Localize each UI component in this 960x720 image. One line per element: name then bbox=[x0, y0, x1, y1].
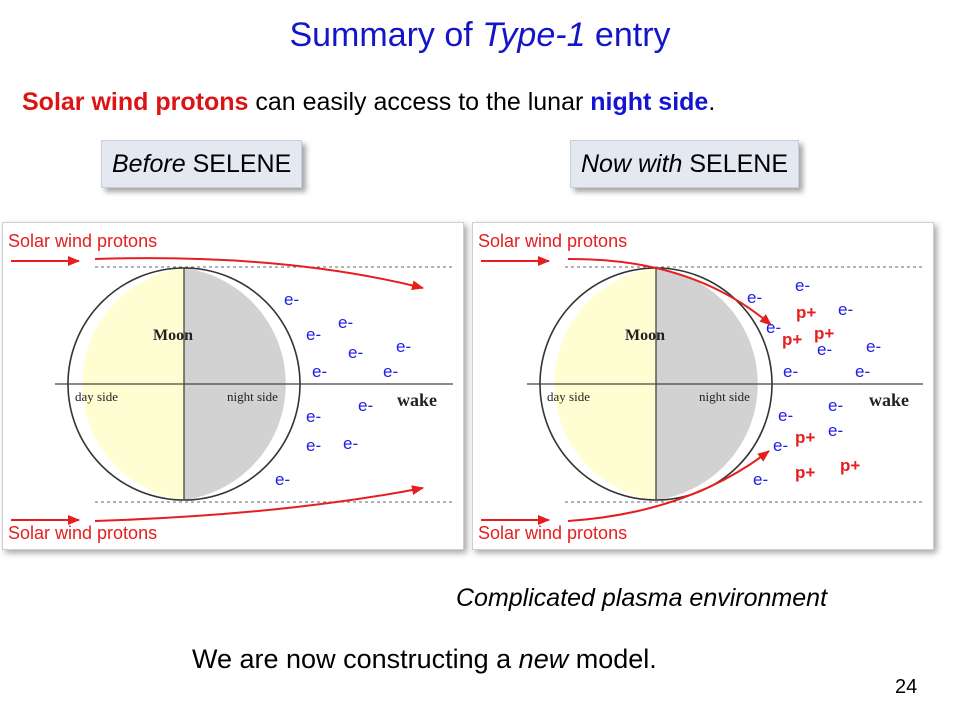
wake-label: wake bbox=[869, 390, 909, 410]
day-side-label: day side bbox=[547, 389, 590, 404]
electron: e- bbox=[358, 396, 373, 415]
electron: e- bbox=[773, 436, 788, 455]
electron: e- bbox=[753, 470, 768, 489]
electron: e- bbox=[866, 337, 881, 356]
subtitle-middle: can easily access to the lunar bbox=[248, 88, 591, 116]
title-emphasis: Type-1 bbox=[482, 16, 586, 54]
title-suffix: entry bbox=[585, 16, 671, 54]
electron: e- bbox=[838, 300, 853, 319]
electron: e- bbox=[348, 343, 363, 362]
electron: e- bbox=[855, 362, 870, 381]
solar-wind-arrow-top-deflected bbox=[567, 257, 772, 326]
moon-label: Moon bbox=[625, 327, 665, 344]
footer-suffix: model. bbox=[568, 644, 657, 674]
label-now-with-selene: Now with SELENE bbox=[570, 140, 800, 188]
electron: e- bbox=[306, 325, 321, 344]
proton: p+ bbox=[795, 428, 815, 447]
electron: e- bbox=[338, 313, 353, 332]
slide-subtitle: Solar wind protons can easily access to … bbox=[22, 88, 715, 117]
proton: p+ bbox=[814, 324, 834, 343]
electron: e- bbox=[828, 421, 843, 440]
proton: p+ bbox=[795, 463, 815, 482]
electron-cloud: e- e- e- e- e- e- e- e- e- e- e- e- e- bbox=[747, 276, 881, 489]
label-before-selene: Before SELENE bbox=[101, 140, 303, 188]
electron: e- bbox=[275, 470, 290, 489]
electron: e- bbox=[778, 406, 793, 425]
electron: e- bbox=[795, 276, 810, 295]
wake-label: wake bbox=[397, 390, 437, 410]
diagram-now-with-selene: Solar wind protons Solar wind protons Mo… bbox=[472, 222, 934, 550]
caption-plasma-environment: Complicated plasma environment bbox=[456, 584, 828, 612]
subtitle-night-side: night side bbox=[590, 88, 709, 116]
electron: e- bbox=[747, 288, 762, 307]
solar-wind-label-top: Solar wind protons bbox=[8, 231, 157, 251]
solar-wind-arrow-bottom-flow bbox=[94, 485, 424, 522]
electron: e- bbox=[306, 407, 321, 426]
night-side-label: night side bbox=[227, 389, 278, 404]
electron: e- bbox=[828, 396, 843, 415]
diagram-before-svg: Solar wind protons Solar wind protons Mo… bbox=[8, 231, 453, 543]
moon-label: Moon bbox=[153, 327, 193, 344]
solar-wind-label-bottom: Solar wind protons bbox=[478, 523, 627, 543]
label-before-italic: Before bbox=[112, 150, 186, 178]
proton-cloud: p+ p+ p+ p+ p+ p+ bbox=[782, 303, 860, 482]
electron: e- bbox=[306, 436, 321, 455]
electron: e- bbox=[343, 434, 358, 453]
electron: e- bbox=[396, 337, 411, 356]
diagram-now-svg: Solar wind protons Solar wind protons Mo… bbox=[478, 231, 923, 543]
page-number: 24 bbox=[895, 676, 918, 698]
day-side-label: day side bbox=[75, 389, 118, 404]
solar-wind-label-top: Solar wind protons bbox=[478, 231, 627, 251]
electron: e- bbox=[817, 340, 832, 359]
electron: e- bbox=[766, 318, 781, 337]
night-side-label: night side bbox=[699, 389, 750, 404]
solar-wind-arrow-bottom-deflected bbox=[567, 450, 770, 522]
label-now-italic: Now with bbox=[581, 150, 683, 178]
slide-title: Summary of Type-1 entry bbox=[0, 16, 960, 55]
solar-wind-label-bottom: Solar wind protons bbox=[8, 523, 157, 543]
label-before-rest: SELENE bbox=[185, 150, 292, 178]
electron: e- bbox=[383, 362, 398, 381]
electron: e- bbox=[312, 362, 327, 381]
title-prefix: Summary of bbox=[289, 16, 483, 54]
proton: p+ bbox=[782, 330, 802, 349]
footer-emphasis: new bbox=[518, 644, 569, 674]
footer-prefix: We are now constructing a bbox=[192, 644, 519, 674]
label-now-rest: SELENE bbox=[682, 150, 789, 178]
subtitle-solar-wind-protons: Solar wind protons bbox=[22, 88, 249, 116]
proton: p+ bbox=[796, 303, 816, 322]
electron-cloud: e- e- e- e- e- e- e- e- e- e- e- e- bbox=[275, 290, 411, 489]
electron: e- bbox=[783, 362, 798, 381]
subtitle-end: . bbox=[708, 88, 716, 116]
proton: p+ bbox=[840, 456, 860, 475]
footer-text: We are now constructing a new model. bbox=[192, 644, 657, 675]
electron: e- bbox=[284, 290, 299, 309]
solar-wind-arrow-top-flow bbox=[94, 257, 424, 291]
diagram-before-selene: Solar wind protons Solar wind protons Mo… bbox=[2, 222, 464, 550]
